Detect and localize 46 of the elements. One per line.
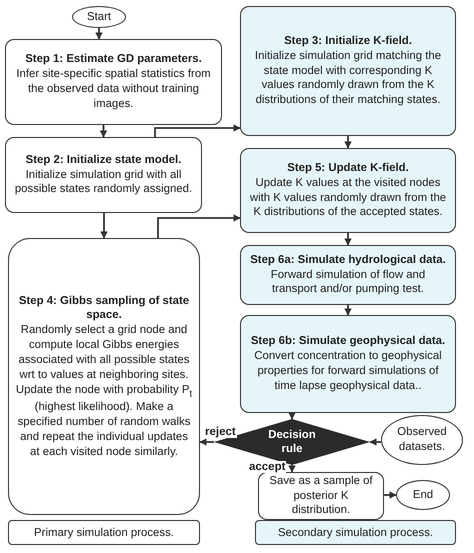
arrow (288, 465, 296, 473)
step-text: End (412, 488, 434, 502)
arrow (384, 491, 397, 499)
step-heading: Step 6a: Simulate hydrological data. (250, 252, 446, 268)
step-heading: Step 4: Gibbs sampling of state space. (18, 294, 190, 324)
process-box (240, 148, 456, 233)
step-text: Initialize simulation grid with all possible states randomly assigned. (14, 168, 194, 198)
arrow (157, 214, 241, 238)
step-text: Initialize simulation grid matching the state model with corresponding K values randomly drawn from the K distributions of their matching states. (254, 48, 442, 108)
arrow (344, 305, 352, 316)
arrow (154, 124, 241, 137)
process-box (240, 6, 456, 136)
process-box (8, 238, 200, 515)
step-text: Forward simulation of flow and transport and/or pumping test. (270, 268, 426, 298)
arrow (344, 233, 352, 246)
terminal-oval (396, 480, 450, 510)
step-heading: Step 5: Update K-field. (287, 160, 409, 176)
edge-label: reject (204, 426, 237, 438)
arrow (95, 28, 103, 40)
process-box (240, 245, 456, 305)
step-text: Observed datasets. (396, 425, 448, 455)
step-text: Update K values at the visited nodes with K values randomly drawn from the K distributions of the accepted states. (248, 176, 448, 220)
step-heading: Step 2: Initialize state model. (26, 152, 182, 168)
step-heading: Step 6b: Simulate geophysical data. (250, 334, 446, 350)
step-text: Save as a sample of posterior K distribution. (268, 474, 374, 518)
edge-label: accept (248, 461, 286, 473)
arrow (344, 136, 352, 149)
decision-label: Decision rule (267, 428, 317, 456)
arrow (288, 412, 296, 420)
process-box (5, 39, 222, 125)
terminal-oval (72, 6, 126, 28)
step-heading: Step 1: Estimate GD parameters. (25, 52, 202, 68)
process-box (5, 137, 202, 213)
arrow (100, 213, 108, 239)
arrow (369, 438, 381, 446)
step-heading: Step 3: Initialize K-field. (284, 34, 412, 49)
legend-text: Primary simulation process. (34, 526, 174, 538)
legend-text: Secondary simulation process. (278, 526, 434, 538)
step-text: Convert concentration to geophysical properties for forward simulations of time lapse geophysical data.. (253, 349, 443, 394)
process-box (258, 472, 384, 520)
arrow (199, 438, 214, 446)
step-text: Infer site-specific spatial statistics from the observed data without training images. (15, 67, 212, 112)
arrow (100, 125, 108, 138)
process-box (240, 315, 456, 413)
step-text: Start (86, 10, 112, 24)
step-text: Randomly select a grid node and compute local Gibbs energies associated with all possible states wrt to values at neighboring sites. Update the node with probability P$_{t}$ (highest likelihood). Make a specified number of random walks and repeat the individual updates at each visited node similarly. (15, 323, 193, 460)
